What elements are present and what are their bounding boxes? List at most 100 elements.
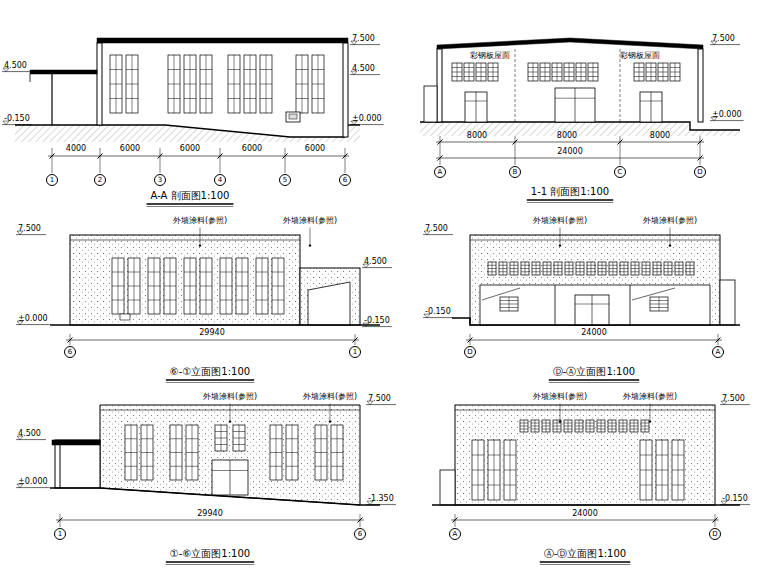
window-transom bbox=[554, 265, 562, 266]
window-transom bbox=[220, 286, 232, 287]
window-transom bbox=[686, 271, 694, 272]
window-transom bbox=[233, 444, 245, 445]
door-leaf bbox=[575, 88, 576, 122]
window-transom bbox=[504, 470, 516, 471]
door-transom bbox=[575, 304, 609, 305]
window-transom bbox=[587, 268, 595, 269]
window-transom bbox=[553, 426, 561, 427]
window-transom bbox=[586, 426, 594, 427]
window-transom bbox=[141, 452, 153, 453]
window bbox=[126, 55, 138, 113]
window bbox=[164, 258, 176, 314]
axis-number: A bbox=[438, 168, 443, 176]
axis-line bbox=[60, 514, 61, 527]
window bbox=[608, 420, 616, 432]
window-transom bbox=[650, 307, 668, 308]
window-transom bbox=[630, 423, 638, 424]
window-transom bbox=[331, 438, 343, 439]
window bbox=[597, 420, 605, 432]
window bbox=[598, 262, 606, 275]
window-transom bbox=[619, 426, 627, 427]
window-transom bbox=[672, 485, 684, 486]
window bbox=[184, 55, 196, 113]
window-transom bbox=[564, 76, 574, 77]
window-transom bbox=[576, 265, 584, 266]
leader-line bbox=[560, 404, 561, 422]
window-transom bbox=[215, 444, 227, 445]
window-transom bbox=[164, 272, 176, 273]
axis-number: 6 bbox=[343, 176, 347, 184]
window-transom bbox=[540, 67, 550, 68]
dimension-line bbox=[436, 158, 704, 159]
window-transom bbox=[634, 67, 644, 68]
axis-line bbox=[515, 136, 516, 165]
window-transom bbox=[476, 72, 486, 73]
column-line bbox=[515, 49, 516, 122]
window-transom bbox=[200, 98, 212, 99]
window bbox=[148, 258, 160, 314]
window-transom bbox=[528, 76, 538, 77]
window-transom bbox=[565, 268, 573, 269]
window bbox=[315, 425, 327, 480]
window-transom bbox=[331, 466, 343, 467]
window bbox=[532, 262, 540, 275]
ground-hatch bbox=[15, 125, 360, 142]
window-transom bbox=[315, 438, 327, 439]
window-transom bbox=[552, 67, 562, 68]
axis-number: B bbox=[513, 168, 518, 176]
window-transom bbox=[576, 72, 586, 73]
axis-line bbox=[70, 334, 71, 345]
material-callout: 外墙涂料(参照) bbox=[203, 392, 257, 402]
window-transom bbox=[488, 455, 500, 456]
window-transom bbox=[620, 265, 628, 266]
window-transom bbox=[148, 286, 160, 287]
view-title: ①-⑥立面图1:100 bbox=[170, 548, 250, 560]
canopy-column bbox=[60, 445, 61, 488]
title-underline bbox=[147, 203, 234, 204]
window bbox=[528, 63, 538, 81]
facade-wall bbox=[470, 235, 720, 325]
window-transom bbox=[653, 265, 661, 266]
title-underline bbox=[549, 382, 639, 383]
dimension-line bbox=[436, 142, 704, 143]
level-mark: 7.500 bbox=[18, 224, 41, 234]
window-transom bbox=[532, 271, 540, 272]
window-transom bbox=[564, 429, 572, 430]
window-transom bbox=[510, 265, 518, 266]
leader-line bbox=[310, 228, 311, 246]
axis-bubble: 5 bbox=[279, 174, 291, 186]
window-transom bbox=[564, 67, 574, 68]
material-note: 彩钢板屋面 bbox=[620, 51, 660, 61]
window-transom bbox=[256, 286, 268, 287]
window-transom bbox=[686, 268, 694, 269]
window bbox=[640, 440, 652, 500]
window-transom bbox=[200, 300, 212, 301]
window-transom bbox=[542, 423, 550, 424]
level-line bbox=[710, 120, 744, 121]
window-transom bbox=[200, 84, 212, 85]
window-transom bbox=[672, 455, 684, 456]
dimension-line bbox=[466, 340, 722, 341]
window-transom bbox=[499, 265, 507, 266]
window-transom bbox=[272, 286, 284, 287]
window-transom bbox=[520, 429, 528, 430]
window-transom bbox=[587, 271, 595, 272]
window bbox=[452, 63, 462, 81]
window-transom bbox=[598, 268, 606, 269]
level-mark: ±0.000 bbox=[18, 314, 48, 324]
dimension-line bbox=[451, 520, 719, 521]
window bbox=[236, 258, 248, 314]
window-transom bbox=[500, 307, 518, 308]
window-transom bbox=[128, 286, 140, 287]
window bbox=[642, 262, 650, 275]
window bbox=[672, 440, 684, 500]
facade-wall bbox=[455, 405, 715, 505]
axis-bubble: D bbox=[709, 528, 721, 540]
window-transom bbox=[125, 438, 137, 439]
window-transom bbox=[520, 423, 528, 424]
window-transom bbox=[554, 271, 562, 272]
window-transom bbox=[488, 76, 498, 77]
window-transom bbox=[576, 76, 586, 77]
equipment-box bbox=[286, 112, 300, 122]
axis-bubble: B bbox=[509, 166, 521, 178]
